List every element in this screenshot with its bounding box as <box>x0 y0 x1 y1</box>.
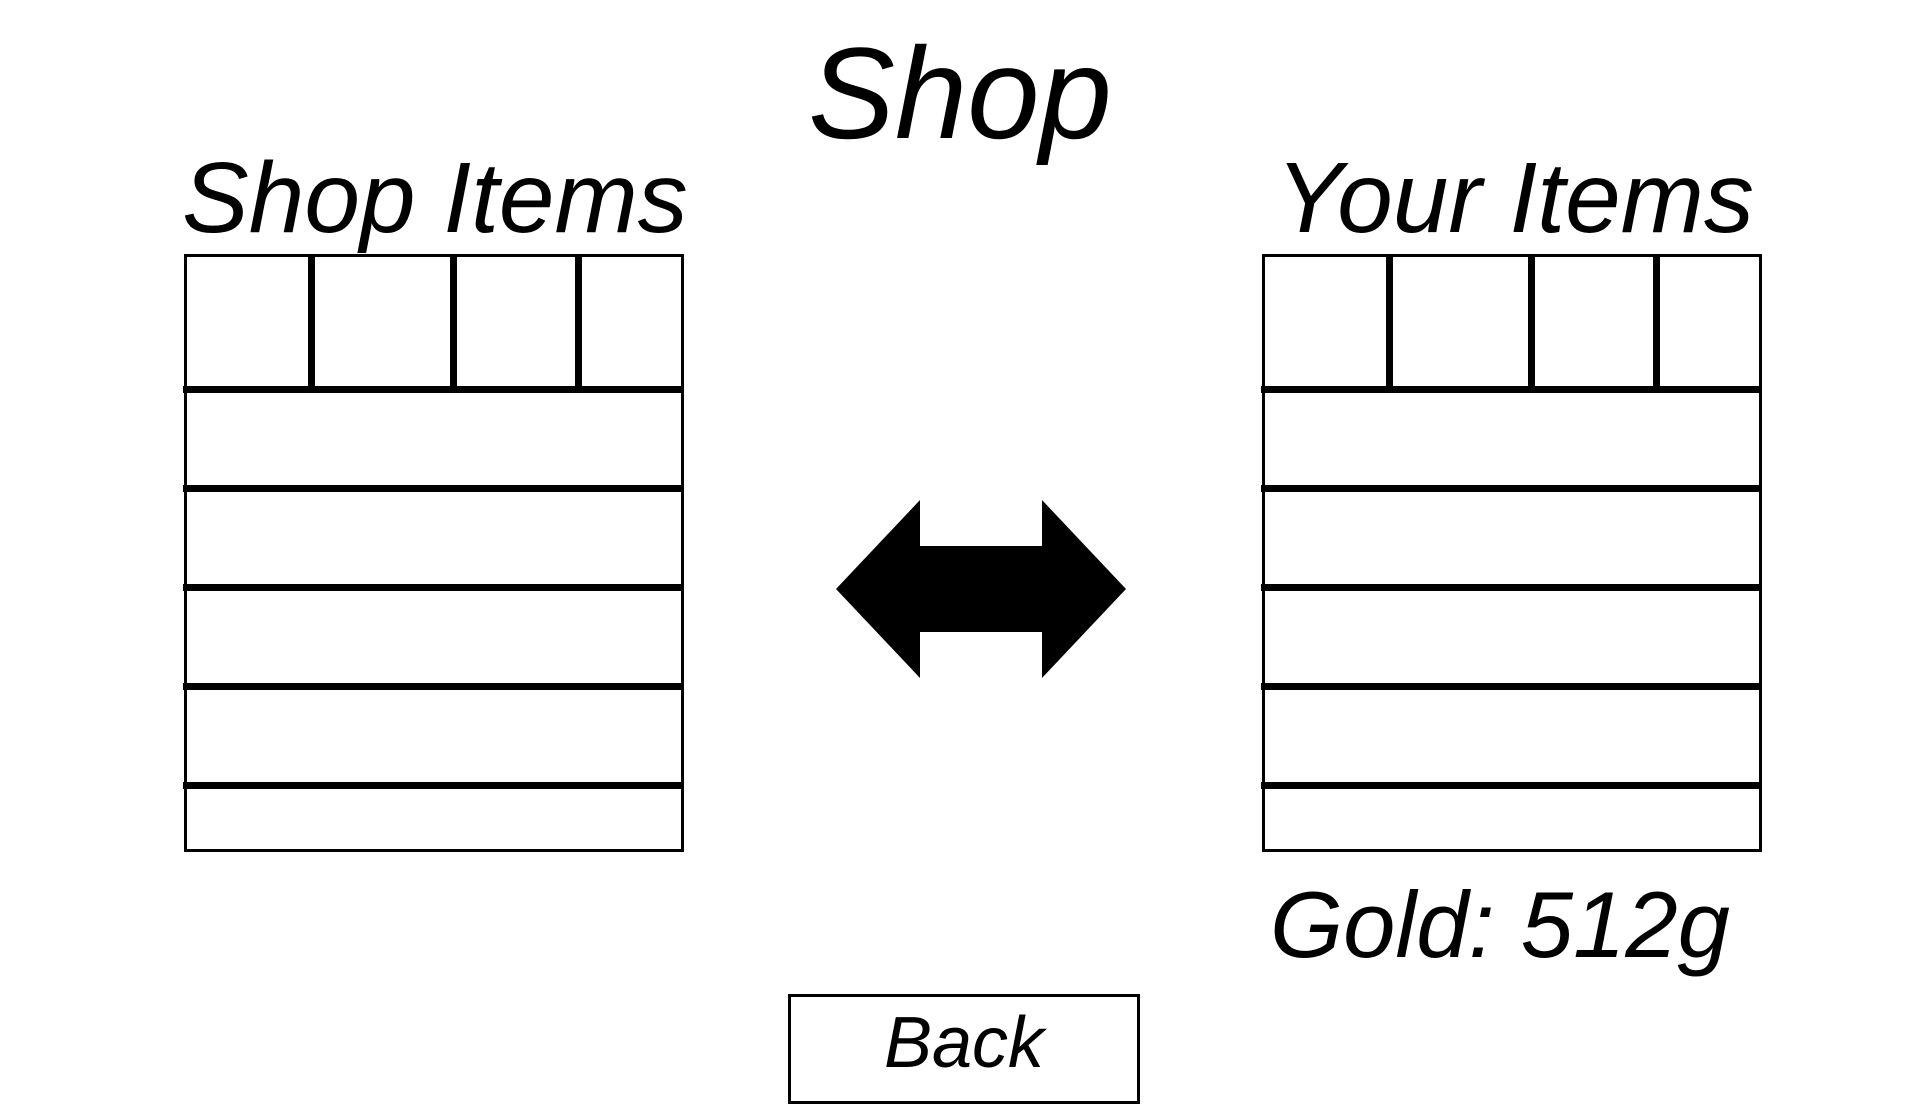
your-item-row[interactable] <box>1265 591 1759 683</box>
shop-item-row[interactable] <box>187 591 681 683</box>
grid-divider <box>183 386 681 393</box>
grid-divider <box>183 584 681 591</box>
shop-item-slot[interactable] <box>582 257 681 386</box>
grid-divider <box>183 782 681 789</box>
your-items-label: Your Items <box>1276 142 1754 254</box>
grid-divider <box>1528 257 1535 386</box>
gold-amount: Gold: 512g <box>1270 872 1730 977</box>
shop-item-slot[interactable] <box>457 257 575 386</box>
your-item-row[interactable] <box>1265 690 1759 782</box>
grid-divider <box>1261 386 1759 393</box>
grid-divider <box>575 257 582 386</box>
grid-divider <box>450 257 457 386</box>
shop-item-row[interactable] <box>187 690 681 782</box>
grid-divider <box>1386 257 1393 386</box>
your-item-row[interactable] <box>1265 789 1759 849</box>
your-item-row[interactable] <box>1265 492 1759 584</box>
shop-item-row[interactable] <box>187 393 681 485</box>
grid-divider <box>183 485 681 492</box>
shop-item-slot[interactable] <box>315 257 450 386</box>
swap-arrow-icon[interactable] <box>836 500 1126 678</box>
grid-divider <box>1261 584 1759 591</box>
grid-divider <box>1261 485 1759 492</box>
grid-divider <box>183 683 681 690</box>
grid-divider <box>308 257 315 386</box>
shop-item-slot[interactable] <box>187 257 308 386</box>
shop-items-grid <box>183 254 684 852</box>
your-item-slot[interactable] <box>1393 257 1528 386</box>
grid-divider <box>1261 782 1759 789</box>
back-button[interactable]: Back <box>788 994 1140 1104</box>
shop-item-row[interactable] <box>187 492 681 584</box>
shop-items-label: Shop Items <box>182 142 688 254</box>
your-item-row[interactable] <box>1265 393 1759 485</box>
your-item-slot[interactable] <box>1265 257 1386 386</box>
your-item-slot[interactable] <box>1660 257 1759 386</box>
your-item-slot[interactable] <box>1535 257 1653 386</box>
grid-divider <box>1653 257 1660 386</box>
shop-title: Shop <box>808 20 1112 166</box>
back-button-label: Back <box>883 1003 1045 1083</box>
shop-item-row[interactable] <box>187 789 681 849</box>
your-items-grid <box>1261 254 1762 852</box>
grid-divider <box>1261 683 1759 690</box>
